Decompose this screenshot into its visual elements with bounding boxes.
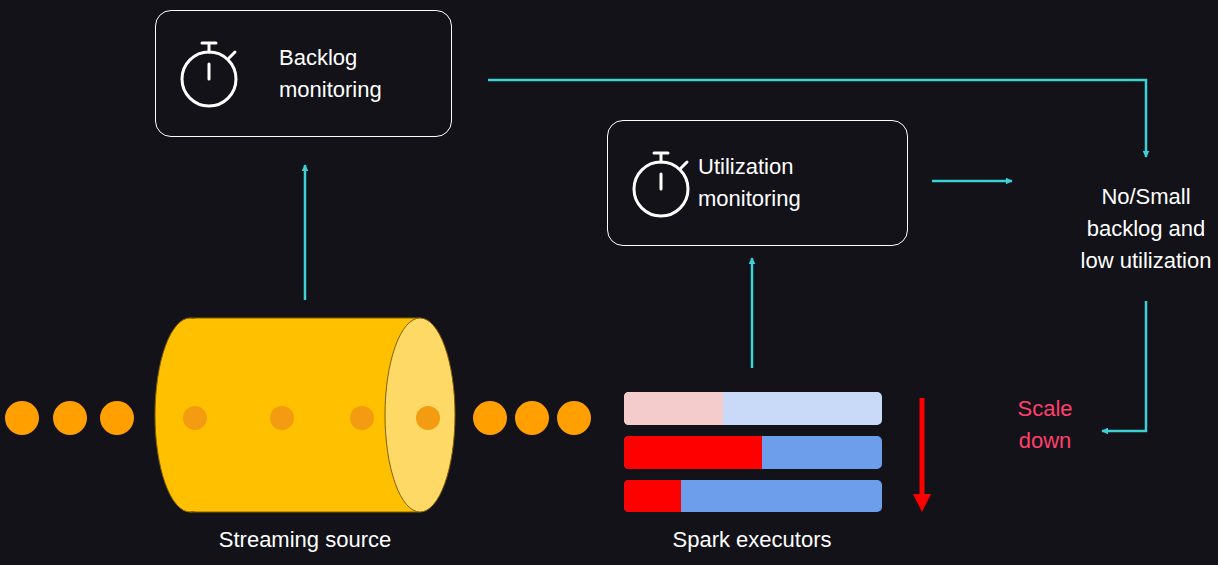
streaming-cylinder bbox=[155, 318, 455, 512]
condition-text: No/Small backlog and low utilization bbox=[1078, 165, 1214, 293]
executor-bars bbox=[624, 392, 882, 512]
source-figure: Streaming source bbox=[150, 318, 460, 558]
action-text: Scale down bbox=[1008, 383, 1082, 467]
monitor-box: Utilization monitoring bbox=[607, 120, 908, 246]
stopwatch-icon bbox=[156, 11, 276, 137]
stopwatch-icon bbox=[608, 121, 728, 247]
incoming-dots bbox=[5, 401, 134, 435]
node-label: No/Small backlog and low utilization bbox=[1078, 181, 1214, 277]
figure-caption: Spark executors bbox=[612, 524, 892, 556]
figure-caption: Streaming source bbox=[150, 524, 460, 556]
scale-down-arrow bbox=[913, 398, 931, 512]
outgoing-dots bbox=[473, 401, 591, 435]
node-label: Backlog monitoring bbox=[279, 42, 439, 106]
node-label: Scale down bbox=[1008, 393, 1082, 457]
flow-arrow bbox=[751, 258, 754, 368]
flow-arrow bbox=[304, 165, 307, 300]
flow-arrow bbox=[1102, 301, 1146, 431]
monitor-box: Backlog monitoring bbox=[155, 10, 452, 137]
executor-figure: Spark executors bbox=[612, 388, 892, 558]
flow-arrow bbox=[932, 180, 1012, 183]
node-label: Utilization monitoring bbox=[698, 151, 858, 215]
